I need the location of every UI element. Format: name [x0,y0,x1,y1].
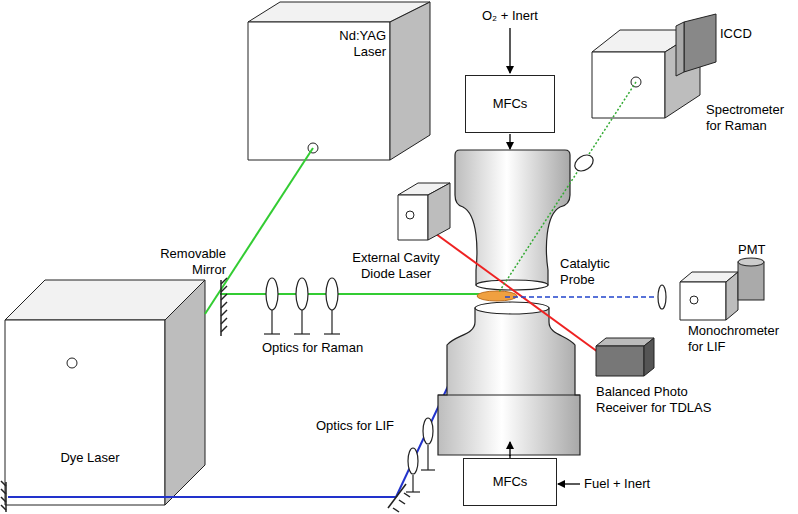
label-text: MFCs [493,96,528,112]
green-beam [205,148,480,314]
label-text: Fuel + Inert [584,476,684,492]
part-label: Catalytic Probe [560,256,630,289]
lif-optics [406,418,435,492]
part-label: Monochrometer for LIF [688,323,794,356]
lif-lens [658,285,666,309]
raman-optics [264,278,340,334]
label-text: PMT [738,242,788,258]
mfc-box: MFCs [465,75,555,133]
label-text: Optics for Raman [262,340,382,356]
gas-inlet-label: O₂ + Inert [455,8,565,24]
burner [438,150,580,455]
removable-mirror [221,278,227,336]
laser-label-box: Dye Laser [30,450,150,466]
label-text: Nd:YAG Laser [318,28,386,61]
collection-lens [572,152,596,175]
part-label: Balanced Photo Receiver for TDLAS [596,384,736,417]
label-text: Balanced Photo Receiver for TDLAS [596,384,736,417]
lif-signal [505,296,656,298]
laser-label-box: Nd:YAG Laser [318,28,386,61]
part-label: External Cavity Diode Laser [340,250,452,283]
turning-mirrors [1,481,410,512]
monochromator-body [680,272,738,320]
blue-beam [8,318,480,497]
part-label: Spectrometer for Raman [706,102,794,135]
spectrometer-body [592,14,716,118]
label-text: Removable Mirror [146,246,226,279]
label-text: Catalytic Probe [560,256,630,289]
label-text: MFCs [493,474,528,490]
part-label: PMT [738,242,788,258]
photo-receiver-body [596,338,654,376]
catalytic-probe [477,291,517,301]
part-label: Removable Mirror [146,246,226,279]
label-text: External Cavity Diode Laser [340,250,452,283]
pmt-body [738,258,764,300]
label-text: Optics for LIF [316,418,406,434]
part-label: ICCD [720,26,780,42]
label-text: Monochrometer for LIF [688,323,794,356]
diode-laser-body [398,183,450,240]
label-text: Spectrometer for Raman [706,102,794,135]
mfc-box: MFCs [463,458,557,506]
label-text: Dye Laser [30,450,150,466]
ndyag-laser-body [248,2,430,160]
part-label: Optics for LIF [316,418,406,434]
gas-inlet-label: Fuel + Inert [584,476,684,492]
dye-laser-body [5,280,205,505]
part-label: Optics for Raman [262,340,382,356]
label-text: ICCD [720,26,780,42]
label-text: O₂ + Inert [455,8,565,24]
